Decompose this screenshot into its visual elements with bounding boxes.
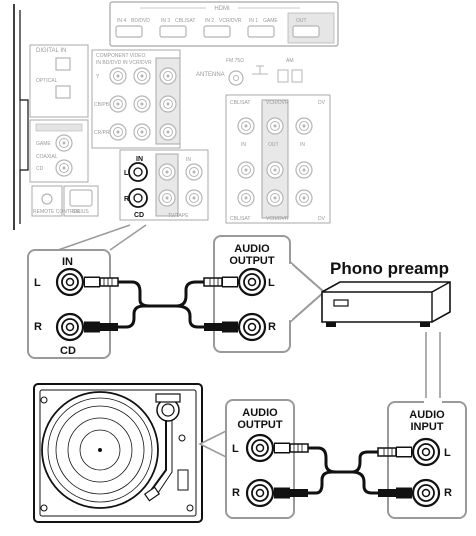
preamp-out-title2: OUTPUT: [229, 255, 275, 267]
cd-panel-r: R: [124, 196, 129, 203]
component-y-label: Y: [96, 74, 100, 80]
tt-out-r-jack: [245, 478, 275, 508]
pre-in-l-jack: [411, 437, 441, 467]
preamp-out-r: R: [268, 321, 276, 333]
optical-label: OPTICAL: [36, 78, 58, 84]
tt-out-l-jack: [245, 433, 275, 463]
cd-l-jack: [55, 267, 85, 297]
cd-callout-in: IN: [62, 256, 73, 268]
component-video-label: COMPONENT VIDEO: [96, 53, 145, 59]
tt-out-r: R: [232, 487, 240, 499]
pre-in-title1: AUDIO: [409, 409, 445, 421]
preamp-out-l: L: [268, 277, 275, 289]
component-in-labels: IN BD/DVD IN VCR/DVR: [96, 60, 152, 66]
hdmi-sub-3: VCR/DVR: [219, 18, 242, 24]
hdmi-ports: HDMI IN 4 IN 3 IN 2 IN 1 OUT BD/DVD CBL/…: [115, 6, 335, 44]
pre-in-r-jack: [411, 478, 441, 508]
component-pr-label: CR/PR: [94, 130, 110, 136]
hdmi-out-label: OUT: [296, 18, 307, 24]
hdmi-sub-4: GAME: [263, 18, 278, 24]
vcr-dvr-bottom: VCR/DVR: [266, 216, 289, 222]
component-video-section: COMPONENT VIDEO IN BD/DVD IN VCR/DVR Y C…: [94, 53, 177, 141]
coaxial-label: COAXIAL: [36, 154, 58, 160]
antenna-label: ANTENNA: [196, 72, 225, 78]
tvtape-label: TV/TAPE: [168, 213, 189, 219]
cd-input-callout: IN L R CD: [27, 224, 147, 359]
hdmi-sub-2: CBL/SAT: [175, 18, 195, 24]
hdmi-sub-1: BD/DVD: [131, 18, 150, 24]
cd-callout-cd: CD: [60, 345, 76, 357]
cd-tvtape-section: IN L R CD IN TV/TAPE: [124, 156, 203, 219]
vcr-dvr-top: VCR/DVR: [266, 100, 289, 106]
dv-bottom: DV: [318, 216, 326, 222]
cbl-sat-top: CBL/SAT: [230, 100, 250, 106]
remote-sirius-section: REMOTE CONTROL SIRIUS: [33, 193, 89, 215]
phono-preamp-label: Phono preamp: [330, 259, 449, 278]
tt-out-title1: AUDIO: [242, 407, 278, 419]
pre-in-title2: INPUT: [411, 421, 444, 433]
hdmi-in3-label: IN 3: [161, 18, 170, 24]
cd-r-jack: [55, 312, 85, 342]
am-label: AM: [286, 58, 294, 64]
preamp-out-l-jack: [237, 267, 267, 297]
phono-preamp: Phono preamp: [321, 259, 451, 412]
cd-panel-l: L: [124, 170, 129, 177]
turntable-output-callout: AUDIO OUTPUT L R: [225, 399, 295, 519]
cd-callout-r: R: [34, 321, 42, 333]
coax-cd-label: CD: [36, 166, 44, 172]
coax-game-label: GAME: [36, 141, 51, 147]
preamp-output-callout: AUDIO OUTPUT L R: [213, 235, 326, 353]
turntable: [33, 383, 229, 523]
preamp-out-r-jack: [237, 312, 267, 342]
cable-cd-preamp: [84, 276, 238, 333]
av-in-2: IN: [300, 142, 305, 148]
hdmi-in2-label: IN 2: [205, 18, 214, 24]
av-in-1: IN: [241, 142, 246, 148]
digital-in-label: DIGITAL IN: [36, 48, 66, 54]
tt-out-l: L: [232, 443, 239, 455]
cable-turntable-preamp: [274, 442, 412, 499]
pre-in-r: R: [444, 487, 452, 499]
fm-label: FM 75Ω: [226, 58, 244, 64]
cd-panel-cd: CD: [134, 212, 144, 219]
av-input-section: CBL/SAT VCR/DVR DV IN OUT IN CBL/SAT VCR…: [230, 100, 326, 222]
tvtape-in: IN: [186, 157, 191, 163]
component-pb-label: CB/PB: [94, 102, 110, 108]
cd-callout-l: L: [34, 277, 41, 289]
hdmi-in4-label: IN 4: [117, 18, 126, 24]
preamp-out-title1: AUDIO: [234, 243, 270, 255]
pre-in-l: L: [444, 447, 451, 459]
antenna-section: FM 75Ω ANTENNA AM: [196, 58, 303, 86]
preamp-input-callout: AUDIO INPUT L R: [387, 398, 467, 519]
dv-top: DV: [318, 100, 326, 106]
digital-in-section: DIGITAL IN OPTICAL COAXIAL GAME CD: [35, 48, 83, 177]
tt-out-title2: OUTPUT: [237, 419, 283, 431]
av-out-1: OUT: [268, 142, 279, 148]
hdmi-heading: HDMI: [214, 6, 230, 12]
hdmi-in1-label: IN 1: [249, 18, 258, 24]
remote-control-label: REMOTE CONTROL: [33, 209, 80, 215]
cbl-sat-bottom: CBL/SAT: [230, 216, 250, 222]
cd-panel-in: IN: [136, 156, 143, 163]
sirius-label: SIRIUS: [72, 209, 89, 215]
